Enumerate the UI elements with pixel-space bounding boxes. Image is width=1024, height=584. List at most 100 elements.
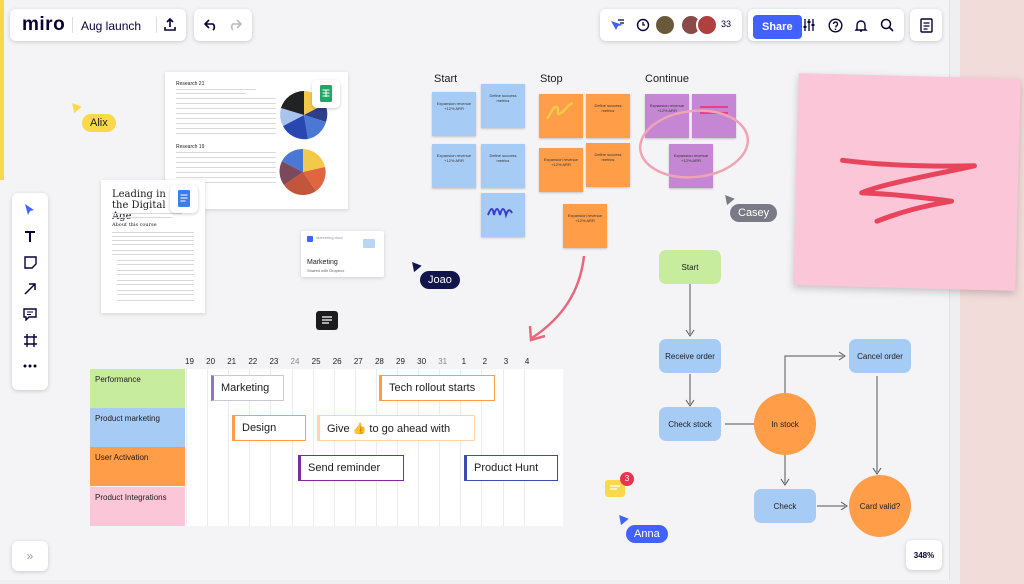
timer-icon[interactable] — [630, 12, 656, 38]
creation-toolbar — [12, 193, 48, 390]
cursor-label-casey: Casey — [730, 204, 778, 222]
cursor-label-anna: Anna — [626, 525, 668, 543]
flow-node-check[interactable]: Check — [754, 489, 816, 523]
right-toolbar: Share — [748, 9, 904, 41]
sticky-note[interactable]: Define success metrics — [586, 94, 630, 138]
gantt-grid-line — [291, 369, 293, 526]
gantt-grid-line — [270, 369, 272, 526]
gantt-day-label: 28 — [374, 357, 384, 366]
gantt-day-label: 21 — [227, 357, 237, 366]
collaboration-toolbar: 33 — [600, 9, 742, 41]
flow-node-receive-order[interactable]: Receive order — [659, 339, 721, 373]
gantt-grid-line — [354, 369, 356, 526]
gantt-grid-line — [439, 369, 441, 526]
zoom-control[interactable]: 348% — [906, 540, 942, 570]
gantt-grid-line — [375, 369, 377, 526]
settings-sliders-icon[interactable] — [796, 12, 822, 38]
marketing-card-title: Marketing — [307, 259, 338, 266]
expand-panel-button[interactable]: » — [12, 541, 48, 571]
sticky-note[interactable]: Define success metrics — [481, 144, 525, 188]
frame-tool-icon[interactable] — [12, 327, 48, 353]
gantt-day-label: 30 — [417, 357, 427, 366]
divider — [156, 17, 157, 33]
sticky-note[interactable]: Expansion revenue +12% ARR — [539, 148, 583, 192]
gantt-day-label: 31 — [438, 357, 448, 366]
more-tools-icon[interactable] — [12, 353, 48, 379]
course-document[interactable]: Leading in the Digital Age About this co… — [101, 180, 205, 313]
gantt-task[interactable]: Tech rollout starts — [379, 375, 495, 401]
redo-icon[interactable] — [222, 12, 248, 38]
sticky-note[interactable]: Define success metrics — [481, 84, 525, 128]
gantt-grid-line — [207, 369, 209, 526]
miro-logo[interactable]: miro — [22, 14, 66, 35]
about-course-heading: About this course — [112, 222, 157, 228]
sticky-note[interactable]: Define success metrics — [586, 143, 630, 187]
comment-tool-icon[interactable] — [12, 301, 48, 327]
column-title-stop: Stop — [540, 73, 563, 85]
large-sticky-note[interactable] — [793, 73, 1021, 291]
sticky-note[interactable]: Expansion revenue +12% ARR — [432, 92, 476, 136]
notifications-bell-icon[interactable] — [848, 12, 874, 38]
gantt-row-label: Product Integrations — [90, 487, 185, 526]
export-icon[interactable] — [157, 12, 183, 38]
reactions-icon[interactable] — [604, 12, 630, 38]
sticky-note-scribble[interactable] — [481, 193, 525, 237]
gantt-day-label: 22 — [248, 357, 258, 366]
gantt-day-label: 19 — [185, 357, 194, 366]
gantt-task[interactable]: Product Hunt — [464, 455, 558, 481]
text-tool-icon[interactable] — [12, 223, 48, 249]
gantt-grid-line — [228, 369, 230, 526]
sticky-note-icon[interactable] — [12, 249, 48, 275]
search-icon[interactable] — [874, 12, 900, 38]
gantt-task[interactable]: Design — [232, 415, 306, 441]
gantt-grid-line — [502, 369, 504, 526]
gantt-row-label: Performance — [90, 369, 185, 408]
gantt-day-label: 24 — [290, 357, 300, 366]
gantt-task[interactable]: Marketing — [211, 375, 284, 401]
comment-thread-icon[interactable] — [605, 480, 625, 497]
dropbox-folder-icon — [363, 239, 375, 248]
research-19-heading: Research 19 — [176, 144, 205, 150]
flow-node-check-stock[interactable]: Check stock — [659, 407, 721, 441]
comment-count-badge: 3 — [620, 472, 634, 486]
sticky-note[interactable]: Expansion revenue +12% ARR — [432, 144, 476, 188]
board-title[interactable]: Aug launch — [81, 19, 142, 33]
flow-node-in-stock[interactable]: In stock — [754, 393, 816, 455]
avatar[interactable] — [696, 14, 718, 36]
undo-icon[interactable] — [198, 12, 224, 38]
help-icon[interactable] — [822, 12, 848, 38]
collaborator-count[interactable]: 33 — [721, 19, 732, 29]
column-title-start: Start — [434, 73, 458, 85]
marketing-card-subtitle: Shared with Dropbox — [307, 268, 345, 273]
gantt-day-label: 20 — [206, 357, 216, 366]
flowchart-connectors — [685, 284, 882, 510]
flow-node-card-valid[interactable]: Card valid? — [849, 475, 911, 537]
google-sheets-icon — [312, 80, 340, 108]
gantt-row-label: User Activation — [90, 447, 185, 486]
share-button[interactable]: Share — [753, 15, 802, 39]
gantt-task[interactable]: Give 👍 to go ahead with — [317, 415, 475, 441]
comment-icon[interactable] — [316, 311, 338, 330]
marketing-file-card[interactable]: Marketing.docx Marketing Shared with Dro… — [301, 231, 384, 277]
cursor-label-alix: Alix — [82, 114, 116, 132]
gantt-grid-line — [481, 369, 483, 526]
cursor-label-joao: Joao — [420, 271, 460, 289]
gantt-grid-line — [397, 369, 398, 526]
arrow-tool-icon[interactable] — [12, 275, 48, 301]
gantt-grid-line — [249, 369, 251, 526]
sticky-note[interactable]: Expansion revenue +12% ARR — [669, 144, 713, 188]
select-cursor-icon[interactable] — [12, 197, 48, 223]
checkbox-icon — [307, 236, 313, 242]
flow-node-start[interactable]: Start — [659, 250, 721, 284]
column-title-continue: Continue — [645, 73, 690, 85]
gantt-day-label: 23 — [269, 357, 279, 366]
sticky-note-scribble[interactable] — [539, 94, 583, 138]
course-heading: Leading in the Digital Age — [112, 189, 166, 222]
notes-icon[interactable] — [913, 12, 939, 38]
gantt-task[interactable]: Send reminder — [298, 455, 404, 481]
curved-arrow-drawing — [528, 255, 586, 342]
avatar[interactable] — [654, 14, 676, 36]
gantt-row-label: Product marketing — [90, 408, 185, 447]
flow-node-cancel-order[interactable]: Cancel order — [849, 339, 911, 373]
sticky-note[interactable]: Expansion revenue +12% ARR — [563, 204, 607, 248]
